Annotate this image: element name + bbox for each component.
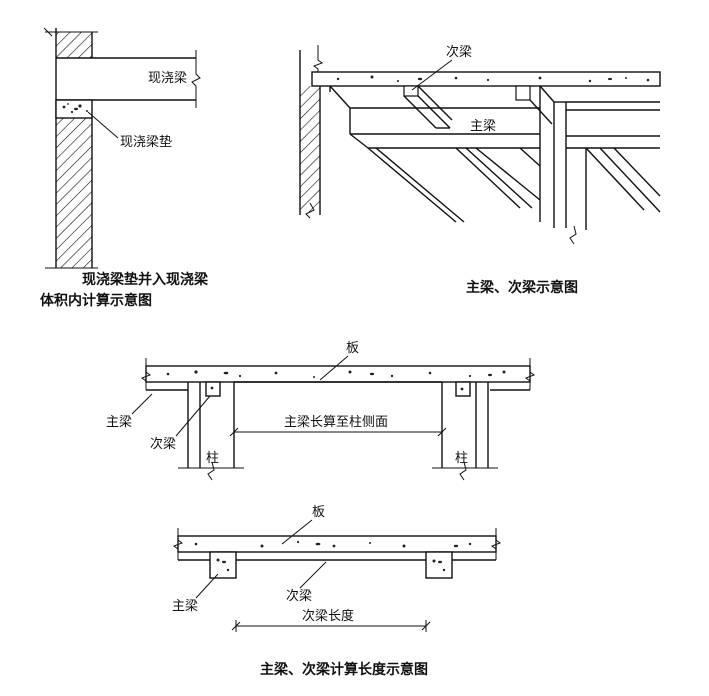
figure1-caption-line1: 现浇梁垫并入现浇梁: [82, 271, 209, 288]
figure-beam-perspective: 次梁 主梁 主梁、次梁示意图: [299, 44, 661, 296]
figure4-caption: 主梁、次梁计算长度示意图: [260, 661, 428, 678]
main-beam-label-4: 主梁: [172, 599, 198, 614]
secondary-beam-label: 次梁: [446, 44, 472, 60]
figure-main-beam-length: 主梁长算至柱侧面 板 主梁 次梁 柱 柱: [106, 341, 536, 481]
secondary-beam-dimension: [231, 620, 431, 632]
floor-slab: [311, 71, 661, 87]
main-beam-label-3: 主梁: [106, 415, 132, 430]
figure2-caption: 主梁、次梁示意图: [466, 279, 578, 296]
secondary-beam-leader: [411, 59, 453, 91]
main-beam-section-4a: [209, 551, 237, 579]
secondary-beam-leader-3: [175, 395, 211, 437]
brick-wall-2: [299, 45, 324, 219]
main-beam-3d: [329, 85, 540, 149]
secondary-beam-section-3a: [205, 381, 221, 397]
main-beam-label: 主梁: [470, 119, 496, 134]
slab-4: [172, 528, 502, 560]
main-beam-leader-4: [195, 573, 219, 599]
main-beam-leader-3: [131, 393, 153, 415]
slab-label-3: 板: [346, 341, 359, 356]
column-label-left: 柱: [206, 451, 219, 466]
secondary-beam-3d: [403, 85, 553, 129]
slab-leader-4: [281, 519, 313, 545]
beam-pad: [55, 99, 93, 119]
secondary-beam-label-4: 次梁: [286, 588, 312, 604]
figure-secondary-beam-length: 次梁长度 板 主梁 次梁 主梁、次梁计算长度示意图: [172, 505, 502, 678]
figure1-caption-line2: 体积内计算示意图: [40, 292, 152, 309]
beam-label: 现浇梁: [148, 71, 187, 86]
figure-beam-pad: 现浇梁 现浇梁垫 现浇梁垫并入现浇梁 体积内计算示意图: [40, 27, 209, 309]
secondary-beam-leader-4: [299, 561, 327, 589]
secondary-beam-section-3b: [455, 381, 471, 397]
main-beam-section-4b: [425, 551, 453, 579]
main-beam-length-label: 主梁长算至柱侧面: [284, 415, 388, 430]
main-beam-columns: [146, 381, 530, 481]
main-beam-right: [566, 101, 661, 230]
slab-label-4: 板: [312, 505, 325, 520]
brick-wall: [43, 27, 98, 269]
secondary-beam-label-3: 次梁: [150, 436, 176, 452]
main-beam-dimension: [229, 426, 447, 438]
pad-label: 现浇梁垫: [120, 134, 172, 150]
pad-leader-line: [87, 111, 119, 139]
perspective-lines: [367, 147, 541, 223]
secondary-beam-length-label: 次梁长度: [302, 608, 354, 624]
slab-3: [140, 358, 536, 390]
slab-leader-3: [319, 355, 349, 381]
column-label-right: 柱: [455, 451, 468, 466]
